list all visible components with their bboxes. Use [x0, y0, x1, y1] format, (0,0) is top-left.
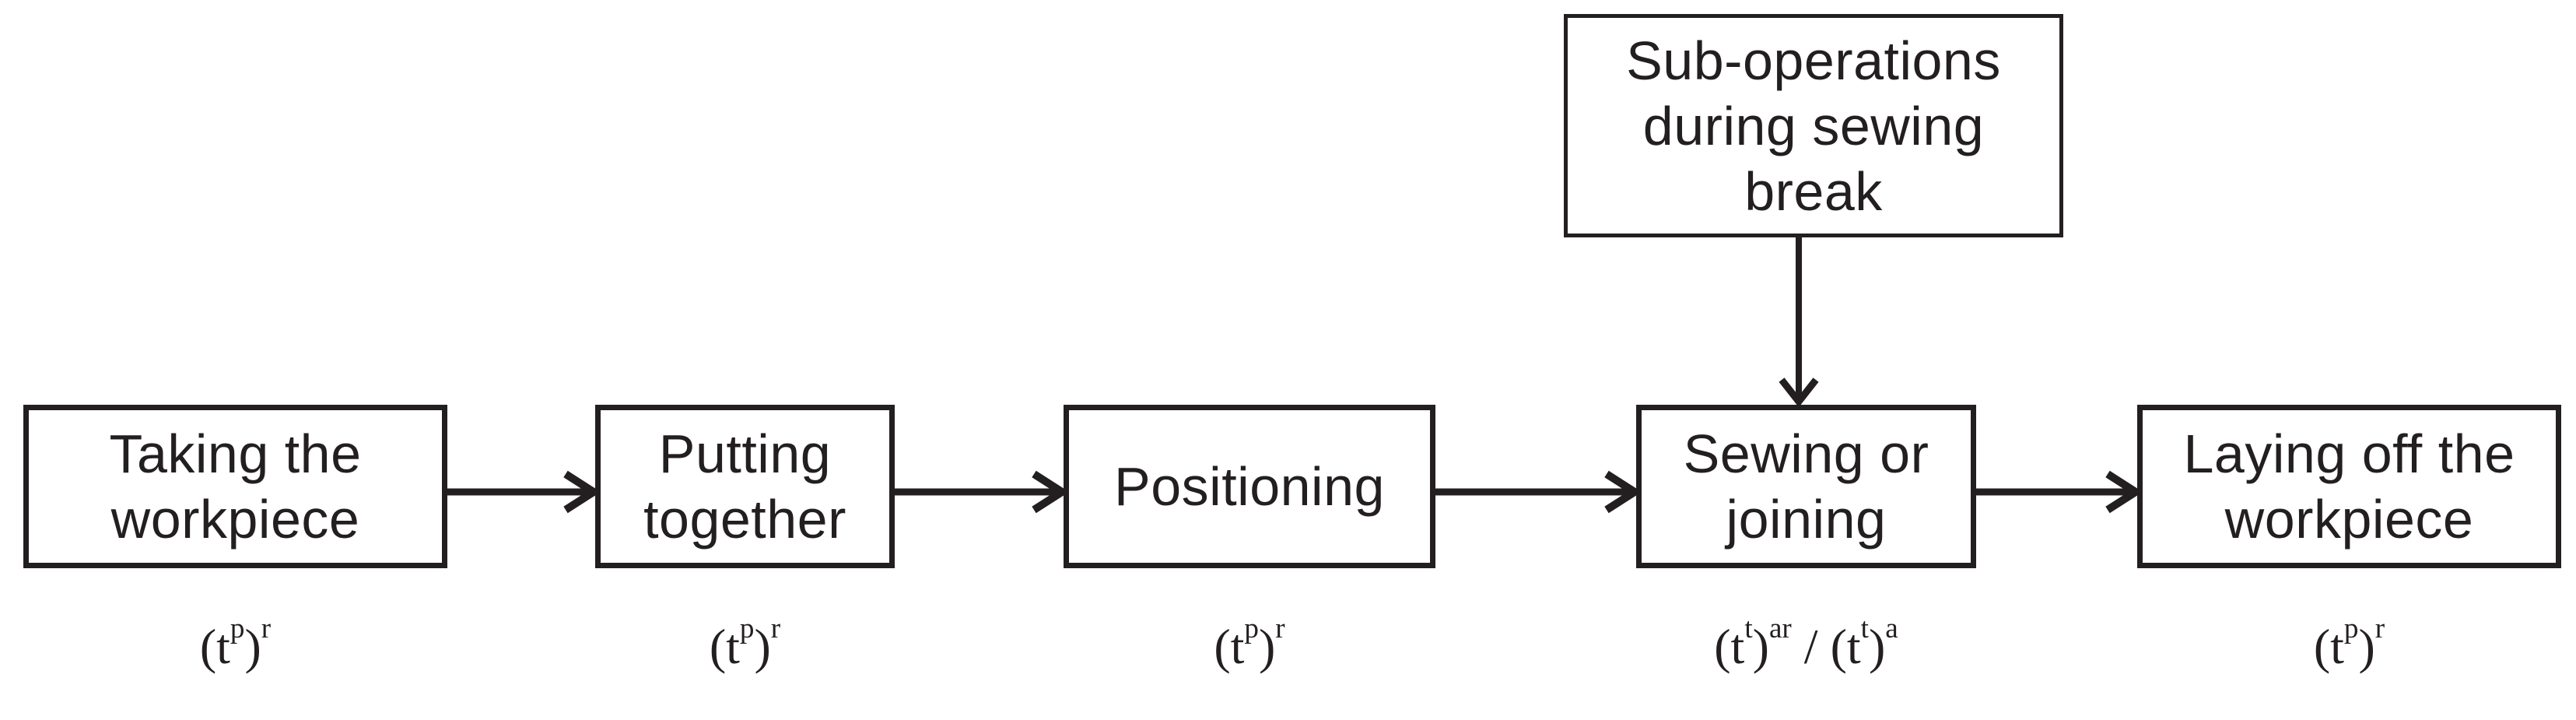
process-box-sewing-joining: Sewing or joining — [1636, 405, 1976, 568]
arrow-putting-to-positioning — [895, 470, 1070, 514]
process-box-label: Sewing or joining — [1683, 423, 1929, 550]
process-box-positioning: Positioning — [1064, 405, 1435, 568]
process-box-label: Positioning — [1114, 456, 1385, 517]
arrow-sewing-to-laying — [1976, 470, 2143, 514]
arrow-suboperations-to-sewing — [1779, 236, 1819, 408]
process-box-label: Taking the workpiece — [109, 423, 362, 550]
sub-operations-box-label: Sub-operations during sewing break — [1626, 30, 2001, 222]
process-box-taking-workpiece: Taking the workpiece — [23, 405, 447, 568]
process-box-label: Putting together — [643, 423, 846, 550]
sub-operations-box: Sub-operations during sewing break — [1564, 14, 2063, 237]
process-box-laying-off: Laying off the workpiece — [2137, 405, 2561, 568]
arrow-positioning-to-sewing — [1435, 470, 1642, 514]
arrow-taking-to-putting — [447, 470, 601, 514]
process-box-putting-together: Putting together — [595, 405, 895, 568]
process-box-label: Laying off the workpiece — [2183, 423, 2515, 550]
